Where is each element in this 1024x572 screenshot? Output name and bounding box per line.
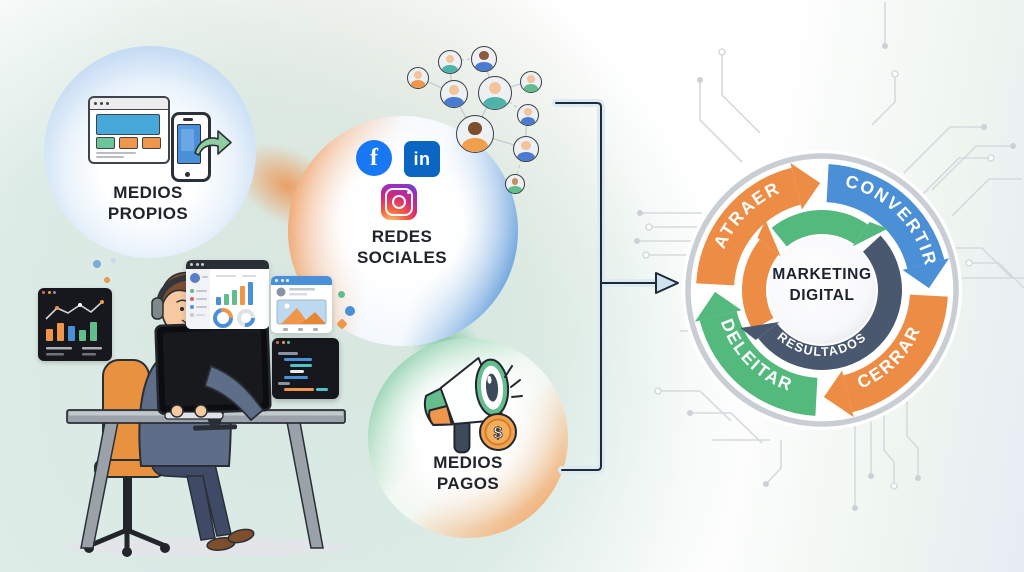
decor-dot: [111, 258, 116, 263]
facebook-icon: f: [356, 140, 392, 176]
cycle-segment-arrowhead: [823, 370, 854, 418]
cycle-inner-segment: [771, 209, 868, 247]
decor-dot: [104, 277, 110, 283]
person-avatar: [478, 76, 512, 110]
decor-dot: [338, 291, 345, 298]
cycle-segment-arrowhead: [790, 162, 821, 210]
analytics-dashboard-window: [186, 260, 269, 329]
cycle-segment: [826, 164, 945, 269]
sound-lines-icon: [504, 365, 523, 398]
cycle-inner-arrowhead: [852, 222, 888, 247]
social-post-window: [271, 276, 332, 333]
instagram-icon: [381, 184, 417, 220]
cycle-center-line2: DIGITAL: [789, 286, 855, 304]
person-avatar: [471, 46, 497, 72]
analytics-dark-window: [38, 288, 112, 361]
cycle-center-disc: [768, 236, 876, 344]
person-avatar: [517, 104, 539, 126]
decor-dot: [345, 306, 355, 316]
cycle-inner-arrowhead: [740, 321, 780, 340]
smartphone-icon: [171, 112, 211, 182]
cycle-segment: [696, 167, 801, 286]
paid-media-label: MEDIOS PAGOS: [433, 453, 503, 494]
linkedin-icon: in: [404, 141, 440, 177]
person-avatar: [438, 50, 462, 74]
cycle-outer-ring: [685, 153, 959, 427]
decor-dot: [93, 260, 101, 268]
svg-text:$: $: [494, 425, 503, 442]
person-at-desk-illustration: [63, 271, 347, 557]
code-editor-window: [272, 338, 339, 399]
cycle-inner-segment: [742, 239, 779, 330]
megaphone-icon: $: [423, 357, 523, 454]
person-avatar: [456, 115, 494, 153]
social-media-circle: [288, 116, 518, 346]
share-arrow-icon: [194, 130, 232, 156]
facebook-glyph: f: [370, 144, 378, 171]
person-avatar: [505, 174, 525, 194]
owned-media-label: MEDIOS PROPIOS: [107, 183, 189, 224]
person-avatar: [440, 80, 468, 108]
cycle-center-title: MARKETING DIGITAL: [757, 265, 887, 307]
cycle-center-line1: MARKETING: [772, 266, 872, 283]
browser-window-icon: [88, 96, 170, 164]
person-avatar: [407, 67, 429, 89]
cycle-segment: [843, 294, 948, 413]
person-avatar: [513, 136, 539, 162]
cycle-inner-segment: [758, 235, 902, 370]
person-avatar: [520, 71, 542, 93]
cycle-segment-arrowhead: [694, 291, 742, 322]
social-media-label: REDES SOCIALES: [356, 227, 448, 268]
dollar-coin-icon: $: [479, 413, 517, 451]
cycle-segment: [699, 311, 818, 416]
linkedin-glyph: in: [413, 148, 431, 169]
cycle-inner-arrowhead: [757, 220, 781, 257]
cycle-segment-arrowhead: [902, 258, 950, 289]
